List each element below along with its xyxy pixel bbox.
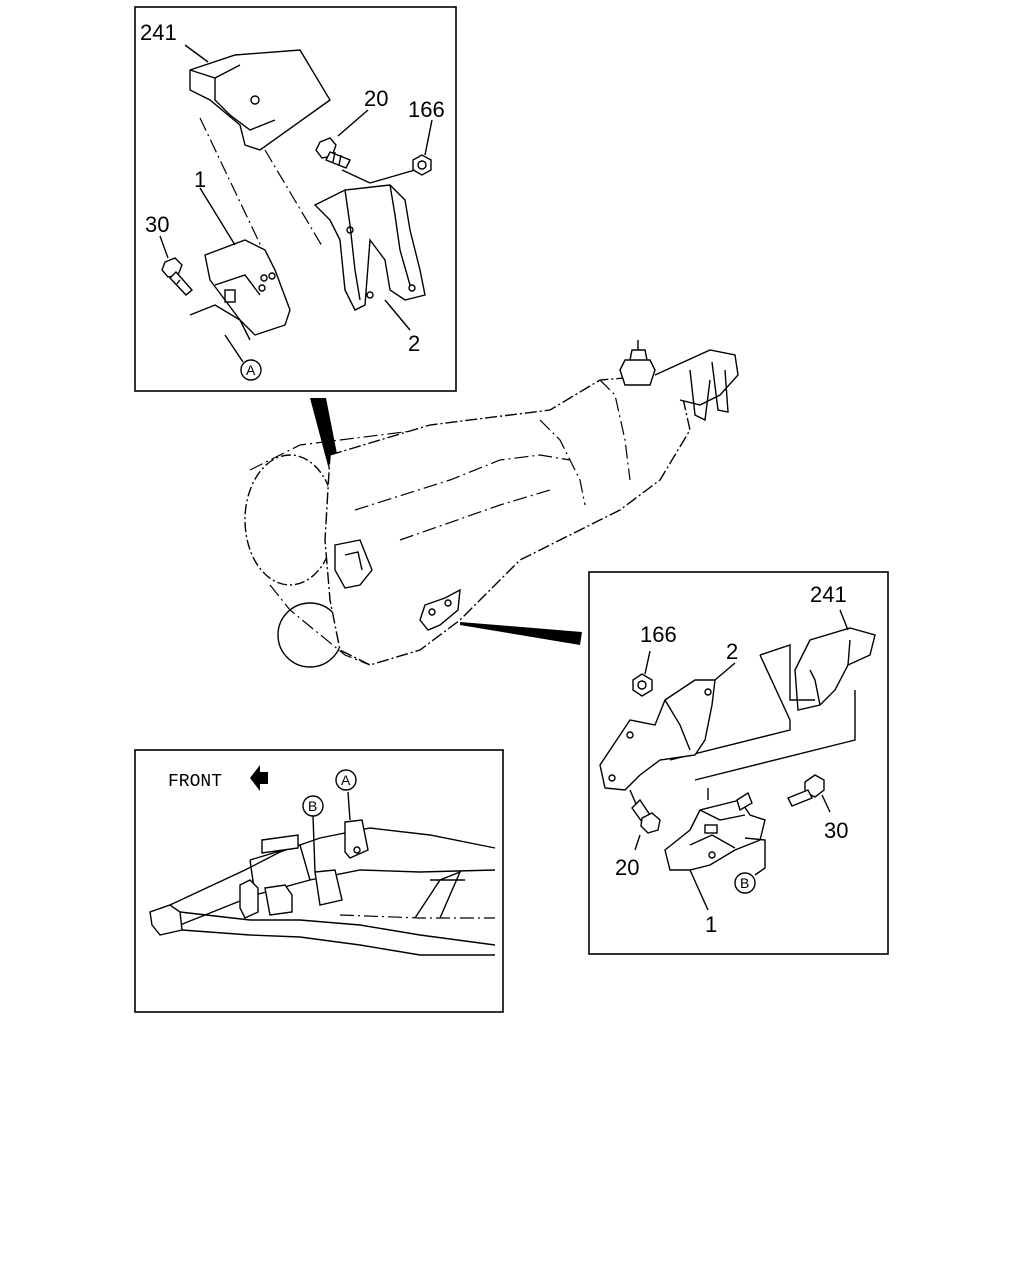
part-2-bracket-right [599, 679, 716, 791]
part-1-control-unit-top [189, 239, 291, 341]
ref-a-top: A [246, 362, 256, 378]
front-label: FRONT [168, 772, 222, 792]
transmission-assembly [244, 340, 739, 668]
front-arrow-icon [250, 765, 268, 791]
callout-30-right: 30 [824, 818, 848, 843]
part-1-control-unit-right [664, 788, 766, 871]
callout-2-top: 2 [408, 331, 420, 356]
ref-b-right: B [740, 875, 749, 891]
callout-20-right: 20 [615, 855, 639, 880]
callout-241-top: 241 [140, 20, 177, 45]
part-30-screw-right [787, 774, 825, 807]
callout-166-right: 166 [640, 622, 677, 647]
part-241-bracket-top [189, 49, 331, 151]
ref-b-frame: B [308, 798, 317, 814]
part-20-bolt-right [631, 798, 661, 834]
part-166-nut-top [412, 154, 432, 176]
part-166-nut-right [632, 673, 653, 697]
callout-20-top: 20 [364, 86, 388, 111]
inset-frame-view: FRONT A B [134, 749, 504, 1013]
part-2-bracket-top [313, 184, 426, 311]
callout-241-right: 241 [810, 582, 847, 607]
callout-1-top: 1 [194, 167, 206, 192]
ref-a-frame: A [341, 772, 351, 788]
callout-2-right: 2 [726, 639, 738, 664]
callout-1-right: 1 [705, 912, 717, 937]
part-30-screw-top [161, 257, 194, 296]
inset-top-left: 241 20 166 1 30 2 A [134, 6, 457, 392]
part-20-bolt-top [315, 137, 351, 169]
callout-30-top: 30 [145, 212, 169, 237]
part-241-bracket-right [794, 627, 876, 711]
callout-166-top: 166 [408, 97, 445, 122]
inset-right: 241 166 2 30 20 1 B [588, 571, 889, 955]
